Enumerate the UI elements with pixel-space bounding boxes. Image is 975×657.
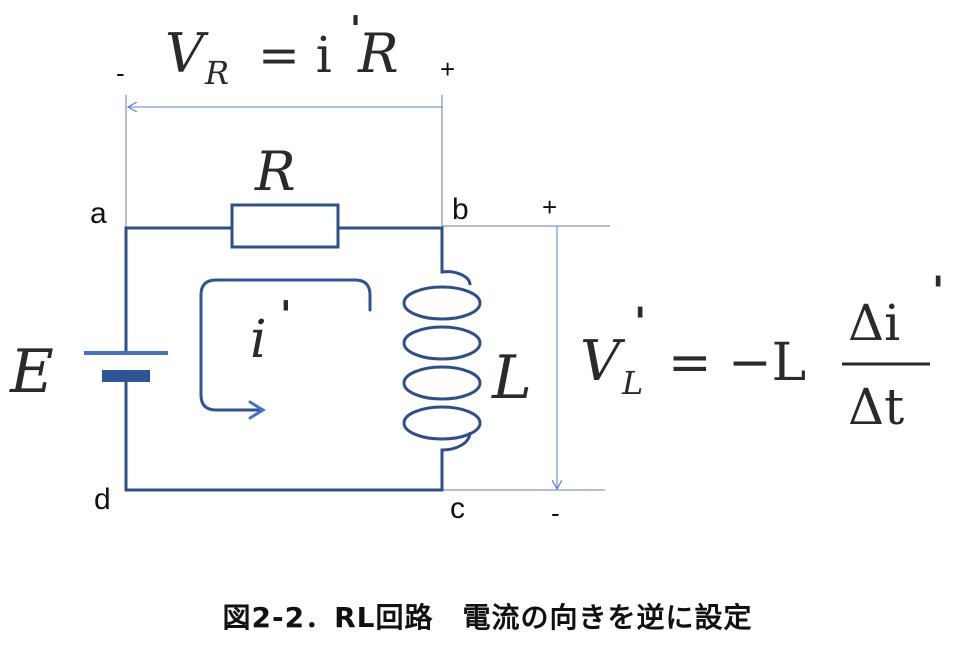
figure-caption: 図2-2．RL回路 電流の向きを逆に設定 — [222, 601, 753, 634]
vr-subscript: R — [204, 54, 229, 92]
battery-symbol — [84, 351, 168, 382]
node-b-label: b — [452, 193, 469, 226]
current-arrow-head — [248, 400, 266, 420]
inductor-label: L — [491, 343, 532, 413]
vl-subscript: L — [621, 364, 643, 402]
vr-r: R — [357, 22, 399, 85]
vl-plus-sign: + — [542, 192, 557, 222]
inductor-coil — [402, 270, 482, 452]
vr-equation: V R = i ' R — [165, 9, 399, 92]
vr-dimension-lines — [125, 95, 443, 228]
coil-lead-top — [441, 270, 472, 286]
vr-rhs: = i — [258, 26, 332, 84]
coil-turn-1 — [402, 285, 482, 321]
vr-minus-sign: - — [116, 58, 125, 88]
coil-lead-bottom — [441, 431, 472, 452]
coil-turn-3 — [402, 365, 482, 401]
vr-prime: ' — [350, 9, 361, 51]
resistor-body — [230, 203, 340, 249]
node-d-label: d — [94, 483, 111, 516]
vl-denominator: Δt — [848, 378, 904, 436]
current-arrow — [199, 278, 372, 420]
battery-short-plate — [102, 370, 150, 382]
vl-eq-neg-l: = −L — [668, 333, 806, 393]
vr-lhs: V — [165, 22, 209, 85]
vl-dimension-lines — [442, 225, 610, 491]
coil-turn-4 — [402, 405, 482, 441]
vl-numerator: Δi — [848, 294, 900, 352]
vl-numerator-prime: ' — [932, 268, 944, 315]
node-a-label: a — [90, 197, 107, 230]
resistor-label: R — [254, 140, 296, 203]
vl-equation: V L ' = −L Δi ' Δt — [580, 268, 944, 436]
vl-prime: ' — [634, 299, 646, 346]
node-c-label: c — [450, 492, 465, 525]
circuit-wires — [124, 226, 444, 492]
current-prime: ' — [280, 292, 292, 337]
vl-lhs: V — [580, 329, 626, 394]
coil-turn-2 — [402, 325, 482, 361]
vl-minus-sign: - — [551, 498, 560, 528]
source-label: E — [9, 337, 54, 407]
vr-plus-sign: + — [440, 54, 455, 84]
current-label: i — [250, 310, 267, 370]
current-loop-path — [199, 278, 372, 412]
